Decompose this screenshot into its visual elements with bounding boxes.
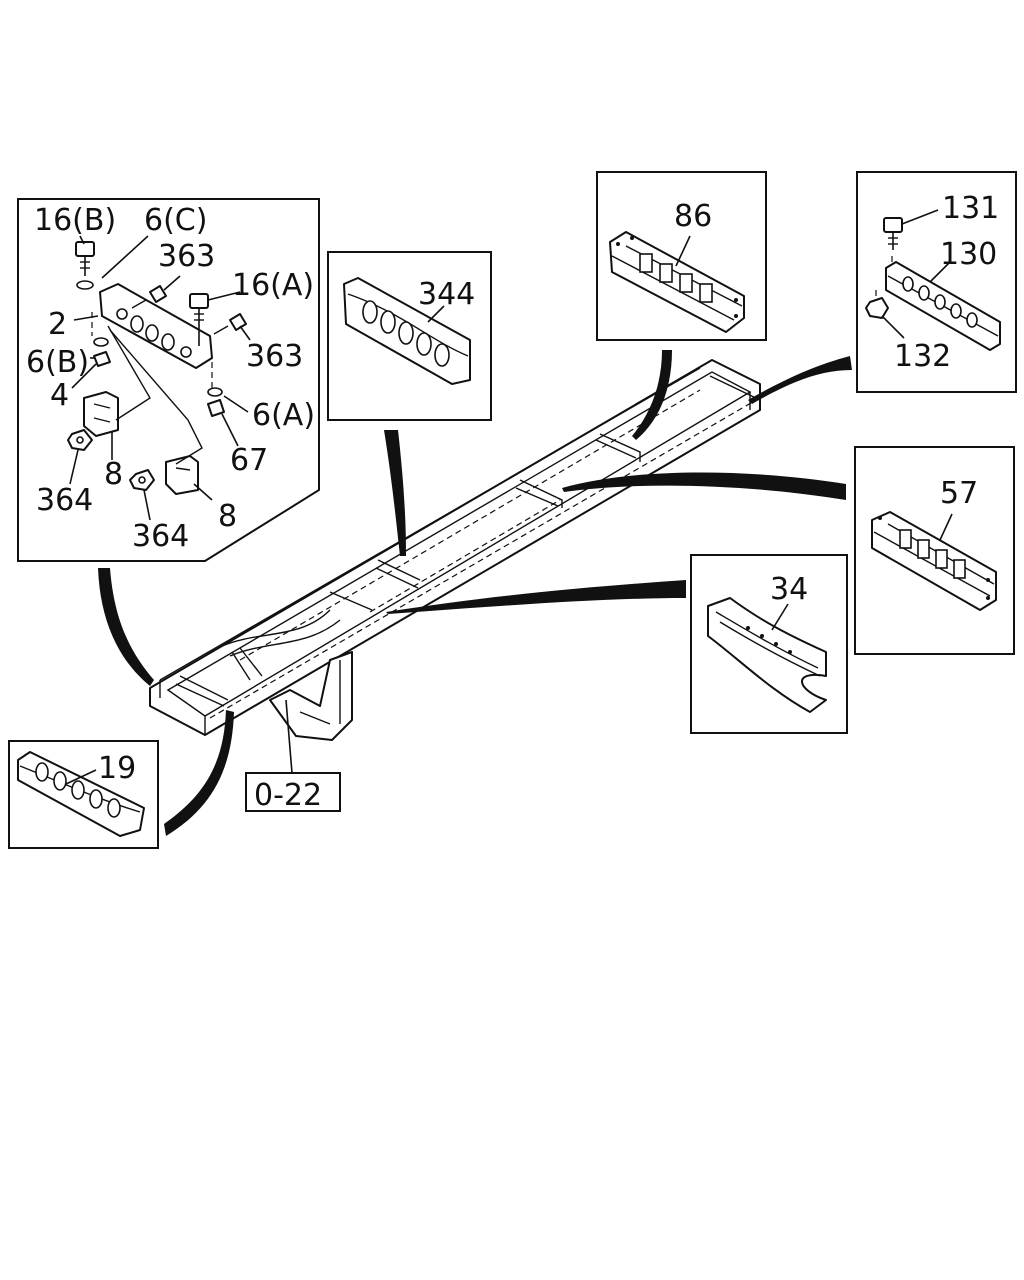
label-132: 132 — [894, 339, 951, 374]
label-16a: 16(A) — [232, 268, 314, 303]
label-57: 57 — [940, 476, 978, 511]
label-131: 131 — [942, 191, 999, 226]
label-16b: 16(B) — [34, 203, 116, 238]
detail-box-131-130-132 — [856, 171, 1017, 393]
label-6b: 6(B) — [26, 345, 89, 380]
label-4: 4 — [50, 378, 69, 413]
label-6a: 6(A) — [252, 398, 315, 433]
label-86: 86 — [674, 199, 712, 234]
label-8-left: 8 — [104, 457, 123, 492]
label-34: 34 — [770, 572, 808, 607]
detail-box-344 — [327, 251, 492, 421]
label-363-top: 363 — [158, 239, 215, 274]
label-364-bottom: 364 — [132, 519, 189, 554]
detail-box-fasteners — [17, 198, 320, 562]
label-130: 130 — [940, 237, 997, 272]
detail-box-57 — [854, 446, 1015, 655]
detail-box-19 — [8, 740, 159, 849]
detail-box-86 — [596, 171, 767, 341]
label-0-22: 0-22 — [254, 778, 322, 813]
label-19: 19 — [98, 751, 136, 786]
label-344: 344 — [418, 277, 475, 312]
detail-box-34 — [690, 554, 848, 734]
label-364-left: 364 — [36, 483, 93, 518]
callout-wedges — [98, 350, 852, 836]
label-67: 67 — [230, 443, 268, 478]
callout-labels: 16(B) 6(C) 363 16(A) 2 363 6(B) 4 6(A) 8… — [26, 191, 999, 813]
reference-box-0-22 — [245, 699, 341, 812]
label-2: 2 — [48, 307, 67, 342]
label-6c: 6(C) — [144, 203, 207, 238]
label-363-right: 363 — [246, 339, 303, 374]
main-chassis-frame — [149, 359, 761, 741]
label-8-right: 8 — [218, 499, 237, 534]
